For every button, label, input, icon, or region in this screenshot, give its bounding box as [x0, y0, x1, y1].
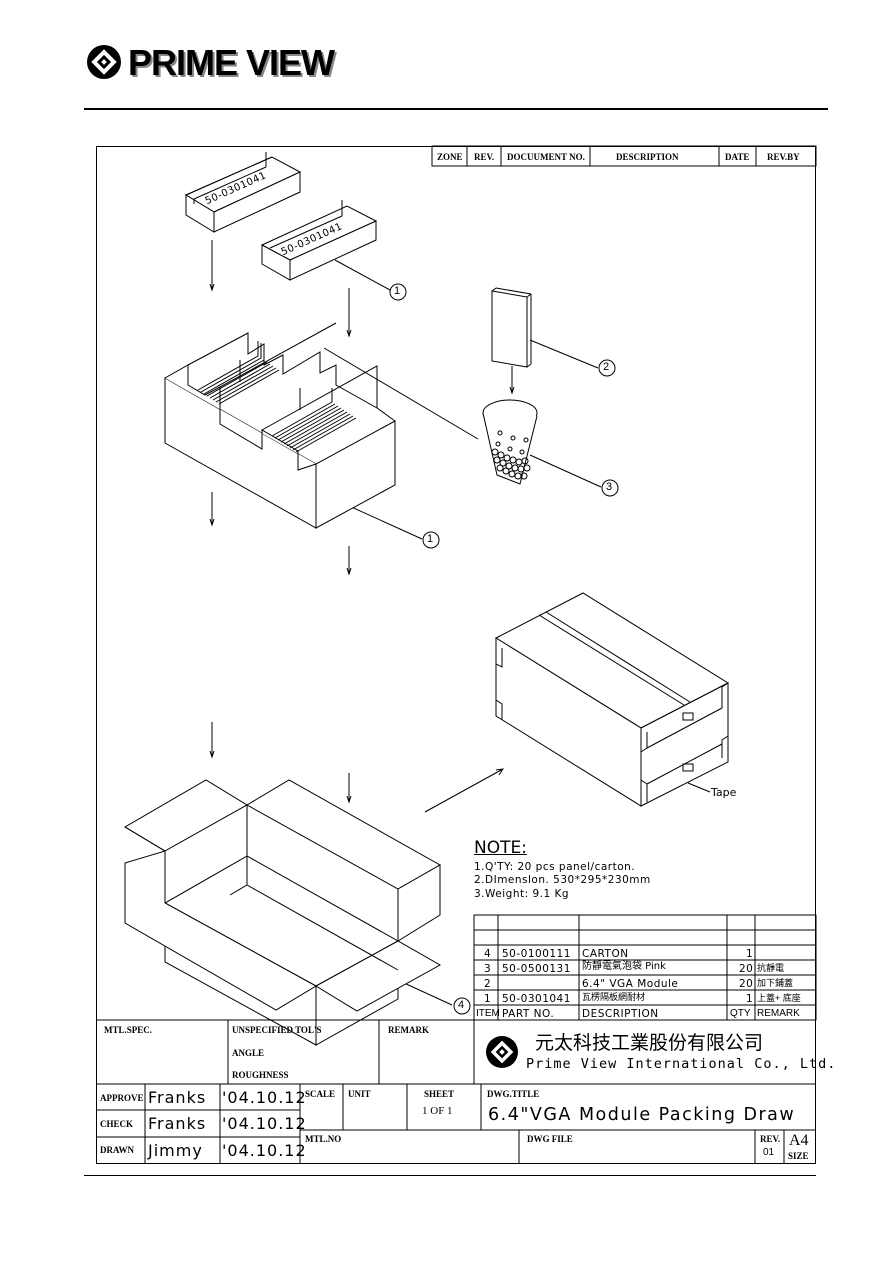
- rev-value: 01: [763, 1147, 775, 1158]
- rev-table-date: DATE: [725, 152, 750, 162]
- bom-item: 4: [484, 948, 492, 960]
- bom-header-remark: REMARK: [757, 1008, 800, 1019]
- company-logo-icon: [486, 1036, 518, 1068]
- approve-label: APPROVE: [100, 1093, 144, 1103]
- note-title: NOTE:: [474, 838, 527, 858]
- bom-description: CARTON: [582, 948, 629, 960]
- lcd-panel: [491, 287, 532, 368]
- unspecified-tols-label: UNSPECIFIED TOL'S: [232, 1025, 322, 1035]
- bom-item: 1: [484, 993, 492, 1005]
- bom-part-no: 50-0301041: [502, 993, 571, 1005]
- bom-description: 防靜電氣泡袋 Pink: [582, 961, 666, 972]
- size-value: A4: [789, 1132, 809, 1149]
- company-name-cn: 元太科技工業股份有限公司: [535, 1032, 764, 1054]
- sheet-label: SHEET: [424, 1089, 455, 1099]
- scale-label: SCALE: [305, 1089, 336, 1099]
- bom-item: 2: [484, 978, 492, 990]
- drawn-name: Jimmy: [148, 1141, 203, 1160]
- bom-qty: 1: [746, 948, 754, 960]
- top-rail-left: [184, 152, 302, 233]
- callout-2: 2: [603, 361, 610, 373]
- angle-label: ANGLE: [232, 1048, 265, 1058]
- header-rule: [84, 108, 828, 110]
- dwg-file-label: DWG FILE: [527, 1134, 573, 1144]
- bom-header-part-no: PART NO.: [502, 1008, 555, 1020]
- unit-label: UNIT: [348, 1089, 371, 1099]
- dwg-title: 6.4"VGA Module Packing Draw: [488, 1105, 796, 1125]
- approve-name: Franks: [148, 1088, 207, 1107]
- remark-label: REMARK: [388, 1025, 429, 1035]
- bom-qty: 20: [739, 963, 754, 975]
- bom-qty: 1: [746, 993, 754, 1005]
- rev-table-rev: REV.: [474, 152, 495, 162]
- callout-1-base: 1: [427, 533, 434, 545]
- top-rail-right: [260, 200, 378, 281]
- check-date: '04.10.12: [222, 1114, 307, 1133]
- company-name-en: Prime View International Co., Ltd.: [526, 1056, 837, 1072]
- drawn-label: DRAWN: [100, 1145, 135, 1155]
- assembly-arrows: [209, 240, 515, 813]
- bom-remark: 上蓋+ 底座: [757, 993, 801, 1003]
- slotted-base: [164, 322, 396, 529]
- rev-label: REV.: [760, 1134, 781, 1144]
- check-name: Franks: [148, 1114, 207, 1133]
- roughness-label: ROUGHNESS: [232, 1070, 289, 1080]
- check-label: CHECK: [100, 1119, 134, 1129]
- open-carton: [124, 779, 442, 1046]
- bom-qty: 20: [739, 978, 754, 990]
- bom-description: 6.4" VGA Module: [582, 978, 679, 990]
- bom-part-no: 50-0100111: [502, 948, 571, 960]
- footer-rule: [84, 1175, 816, 1176]
- bom-header-description: DESCRIPTION: [582, 1008, 659, 1020]
- bom-header-qty: QTY: [730, 1008, 751, 1019]
- note-line-1: 1.Q'TY: 20 pcs panel/carton.: [474, 861, 636, 873]
- rev-table-rev-by: REV.BY: [767, 152, 800, 162]
- rev-table-document-no: DOCUUMENT NO.: [507, 152, 585, 162]
- bom-part-no: 50-0500131: [502, 963, 571, 975]
- drawn-date: '04.10.12: [222, 1141, 307, 1160]
- note-line-3: 3.Weight: 9.1 Kg: [474, 888, 570, 900]
- size-label: SIZE: [788, 1151, 809, 1161]
- callout-1-rail: 1: [394, 285, 401, 297]
- tape-label: Tape: [711, 786, 737, 799]
- prime-view-logo-icon: [87, 45, 121, 79]
- dwg-title-label: DWG.TITLE: [487, 1089, 540, 1099]
- closed-carton: [494, 592, 730, 807]
- bom-description: 瓦楞隔板網耐材: [582, 992, 646, 1002]
- bom-remark: 抗靜電: [757, 963, 785, 973]
- callout-4: 4: [458, 999, 465, 1011]
- rev-table-description: DESCRIPTION: [616, 152, 679, 162]
- approve-date: '04.10.12: [222, 1088, 307, 1107]
- note-line-2: 2.DImenslon. 530*295*230mm: [474, 874, 651, 886]
- rev-table-zone: ZONE: [437, 152, 463, 162]
- bubble-bag: [482, 399, 538, 485]
- sheet-value: 1 OF 1: [422, 1105, 453, 1117]
- mtl-spec-label: MTL.SPEC.: [104, 1025, 153, 1035]
- bom-remark: 加下鋪蓋: [757, 978, 794, 988]
- bom-item: 3: [484, 963, 492, 975]
- mtl-no-label: MTL.NO: [305, 1134, 342, 1144]
- bom-header-item: ITEM: [476, 1008, 500, 1019]
- brand-name: PRIME VIEW: [128, 42, 335, 83]
- callout-3: 3: [606, 481, 613, 493]
